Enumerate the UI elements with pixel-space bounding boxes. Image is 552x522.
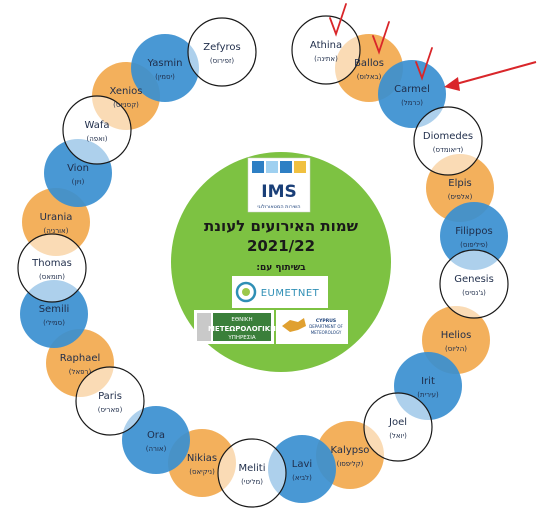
storm-bubble-meliti [217,438,287,508]
storm-hebrew-kalypso: (קליפסו) [337,460,364,468]
storm-bubble-filippos [440,202,508,270]
greek-logo-line3: ΥΠΗΡΕΣΙΑ [227,335,256,341]
storm-hebrew-xenios: (קסניוס) [113,101,139,109]
storm-bubble-thomas [17,233,87,303]
storm-bubbles: Athina (אתינה) Ballos (באלוס) Carmel (כרמל) Di… [17,3,509,508]
storm-bubble-yasmin [131,34,199,102]
storm-bubble-wafa [62,95,132,165]
storm-name-irit: Irit [421,376,435,387]
checkmark-icon [372,21,390,55]
storm-bubble-athina [291,15,361,85]
storm-name-raphael: Raphael [60,353,101,364]
storm-name-vion: Vion [67,163,89,174]
storm-name-helios: Helios [441,330,472,341]
storm-hebrew-meliti: (מליטי) [241,478,263,486]
storm-hebrew-carmel: (כרמל) [401,99,423,107]
cyprus-met-logo: CYPRUS DEPARTMENT OF METEOROLOGY [276,310,348,344]
storm-name-zefyros: Zefyros [203,42,241,53]
checkmark-icon [329,3,347,37]
storm-name-kalypso: Kalypso [331,445,370,456]
checkmark-icon [415,47,433,81]
center-title-line1: שמות האירועים לעונת [204,217,359,235]
storm-hebrew-raphael: (רפאל) [69,368,92,376]
storm-name-wafa: Wafa [84,120,109,131]
storm-hebrew-paris: (פאריס) [98,406,123,414]
center-title-line2: 2021/22 [247,237,315,255]
storm-name-carmel: Carmel [394,84,430,95]
ims-logo-subtext: השירות המטאורולוגי [257,204,300,210]
storm-hebrew-ora: (אורה) [146,445,167,453]
storm-name-thomas: Thomas [31,258,72,269]
storm-bubble-genesis [439,249,509,319]
greek-logo-line2: ΜΕΤΕΩΡΟΛΟΓΙΚΗ [208,325,276,333]
greek-logo-line1: ΕΘΝΙΚΗ [231,317,252,323]
greek-met-logo: ΕΘΝΙΚΗ ΜΕΤΕΩΡΟΛΟΓΙΚΗ ΥΠΗΡΕΣΙΑ [194,310,276,344]
storm-hebrew-ballos: (באלוס) [357,73,382,81]
cyprus-logo-line3: METEOROLOGY [311,330,342,335]
storm-name-paris: Paris [98,391,122,402]
partner-label: בשיתוף עם: [256,263,306,273]
storm-hebrew-zefyros: (זפירוס) [210,57,235,65]
storm-hebrew-filippos: (פיליפוס) [460,241,488,249]
storm-name-ballos: Ballos [354,58,384,69]
storm-name-yasmin: Yasmin [147,58,183,69]
storm-hebrew-genesis: (ג'נסיס) [462,289,486,297]
storm-hebrew-elpis: (אלפיס) [448,193,473,201]
storm-hebrew-diomedes: (דיאומדס) [433,146,464,154]
storm-name-nikias: Nikias [187,453,217,464]
storm-name-semili: Semili [39,304,70,315]
storm-hebrew-nikias: (ניקיאס) [189,468,215,476]
annotation-arrow [444,61,537,91]
storm-bubble-joel [363,392,433,462]
storm-bubble-zefyros [187,17,257,87]
storm-hebrew-irit: (עירית) [417,391,439,399]
storm-bubble-carmel [378,60,446,128]
storm-hebrew-helios: (הליוס) [445,345,467,353]
center-panel: IMS השירות המטאורולוגי שמות האירועים לעו… [171,152,391,372]
storm-name-athina: Athina [310,40,342,51]
storm-hebrew-wafa: (ואפה) [87,135,108,143]
ims-logo: IMS השירות המטאורולוגי [247,157,311,213]
storm-hebrew-joel: (יואל) [389,432,407,440]
storm-hebrew-athina: (אתינה) [314,55,338,63]
ims-logo-text: IMS [261,182,297,202]
cyprus-logo-line2: DEPARTMENT OF [309,324,343,329]
storm-name-ora: Ora [147,430,165,441]
storm-bubble-paris [75,366,145,436]
storm-name-filippos: Filippos [455,226,492,237]
storm-name-elpis: Elpis [448,178,471,189]
eumetnet-logo-text: EUMETNET [261,288,320,299]
storm-name-lavi: Lavi [292,459,312,470]
storm-hebrew-semili: (סמילי) [43,319,65,327]
storm-hebrew-vion: (ויון) [72,178,85,186]
storm-name-genesis: Genesis [454,274,494,285]
storm-hebrew-thomas: (תומאס) [39,273,65,281]
eumetnet-logo: EUMETNET [232,276,328,308]
storm-bubble-diomedes [413,106,483,176]
storm-hebrew-lavi: (לביא) [292,474,312,482]
storm-name-diomedes: Diomedes [423,131,473,142]
cyprus-logo-line1: CYPRUS [316,318,336,324]
storm-bubble-ora [122,406,190,474]
storm-name-urania: Urania [40,212,73,223]
storm-bubble-lavi [268,435,336,503]
storm-name-meliti: Meliti [238,463,265,474]
storm-name-xenios: Xenios [110,86,143,97]
storm-name-joel: Joel [388,417,407,428]
storm-hebrew-urania: (אורניה) [44,227,69,235]
storm-hebrew-yasmin: (יסמין) [155,73,175,81]
